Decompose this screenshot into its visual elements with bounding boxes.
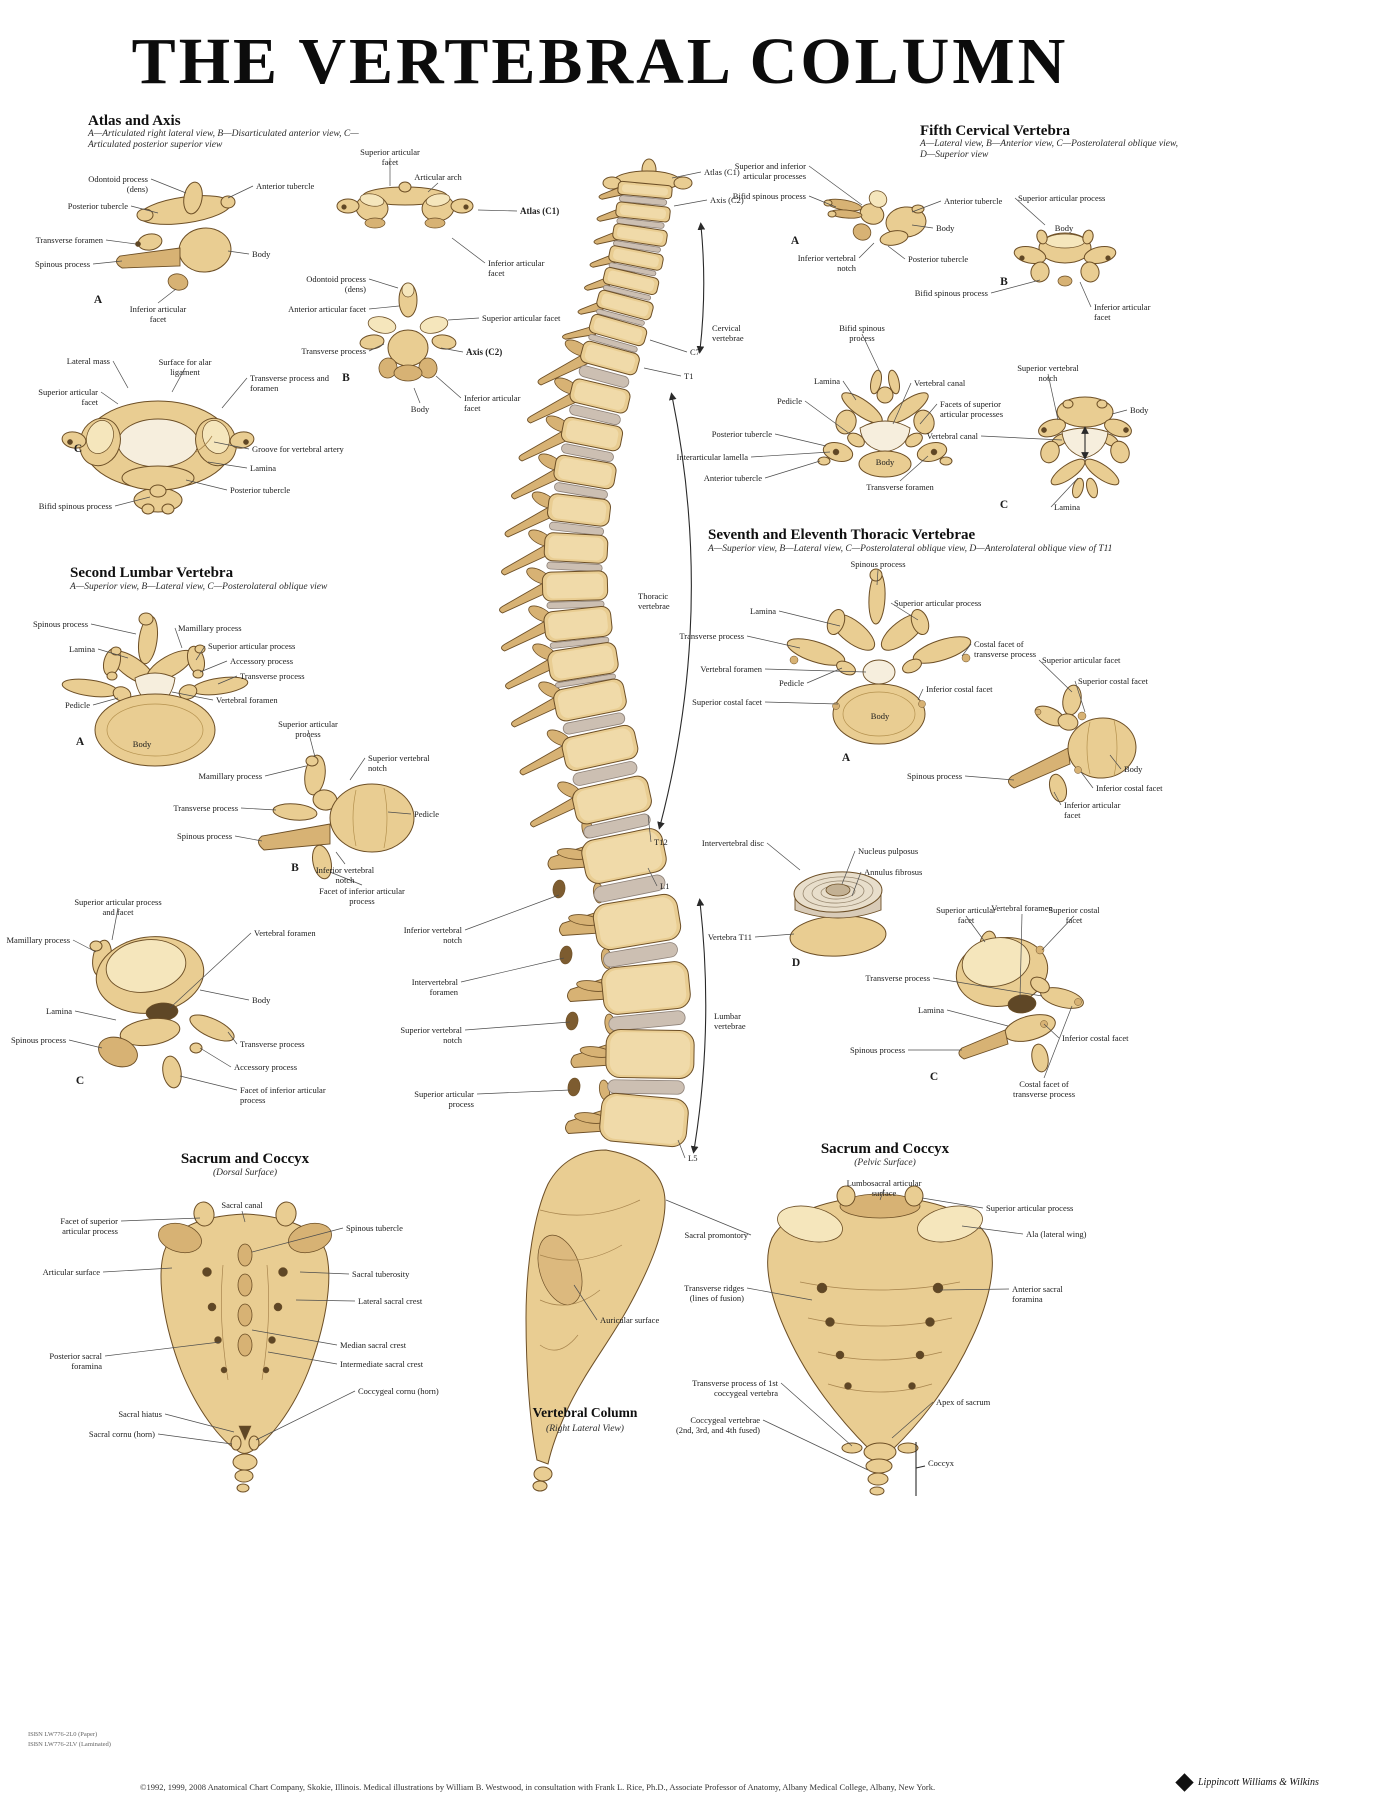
- publisher-logo: Lippincott Williams & Wilkins: [1175, 1773, 1319, 1792]
- publisher-logo-icon: [1175, 1773, 1194, 1792]
- isbn-block: ISBN LW776-2L0 (Paper) ISBN LW776-2LV (L…: [28, 1730, 111, 1750]
- poster-title: THE VERTEBRAL COLUMN: [131, 25, 1069, 98]
- copyright-text: ©1992, 1999, 2008 Anatomical Chart Compa…: [140, 1782, 936, 1792]
- isbn-laminated: ISBN LW776-2LV (Laminated): [28, 1740, 111, 1748]
- isbn-paper: ISBN LW776-2L0 (Paper): [28, 1731, 98, 1738]
- publisher-name: Lippincott Williams & Wilkins: [1198, 1777, 1319, 1788]
